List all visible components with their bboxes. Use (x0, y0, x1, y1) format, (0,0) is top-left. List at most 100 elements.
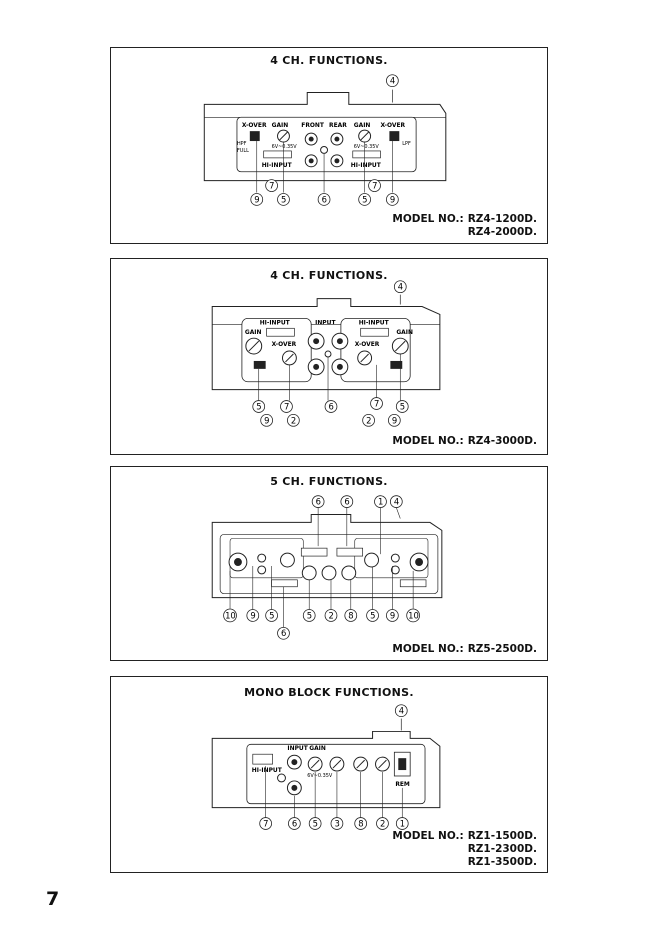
svg-text:5: 5 (313, 818, 318, 828)
xover-right-label: X-OVER (380, 122, 405, 129)
knob-5[interactable] (301, 565, 317, 581)
svg-text:9: 9 (392, 415, 397, 425)
svg-text:2: 2 (380, 818, 385, 828)
svg-text:1: 1 (378, 497, 383, 507)
panel-title: 4 CH. FUNCTIONS. (270, 269, 388, 282)
svg-text:7: 7 (263, 818, 268, 828)
rca-3[interactable] (390, 553, 400, 563)
xover-right-label: X-OVER (355, 341, 380, 348)
svg-text:6: 6 (292, 818, 297, 828)
model-number: RZ1-2300D. (467, 843, 537, 855)
svg-text:7: 7 (374, 398, 379, 408)
svg-text:4: 4 (394, 497, 399, 507)
model-numbers: MODEL NO.:RZ4-1200D. RZ4-2000D. (392, 213, 537, 238)
svg-text:8: 8 (358, 818, 363, 828)
svg-text:6: 6 (322, 194, 327, 204)
hi-input-right-label: HI-INPUT (359, 319, 389, 326)
svg-text:6: 6 (281, 628, 286, 638)
knob-4[interactable] (364, 552, 379, 568)
hi-input-connector-2[interactable] (336, 547, 364, 557)
panel-title: MONO BLOCK FUNCTIONS. (244, 686, 414, 699)
xover-switch-right[interactable] (389, 131, 400, 142)
callout-row: 9 5 6 5 9 (250, 141, 399, 206)
panel-title: 4 CH. FUNCTIONS. (270, 54, 388, 67)
svg-text:9: 9 (250, 610, 255, 620)
ground-post (324, 350, 332, 358)
callout-row: 7 6 5 3 8 2 1 (259, 817, 409, 830)
amplifier-panel-diagram: HI-INPUT INPUT HI-INPUT GAIN GAIN X-OVER… (211, 280, 441, 427)
svg-text:1: 1 (400, 818, 405, 828)
svg-text:7: 7 (372, 181, 377, 191)
panel-4ch-rz4-3000d: 4 CH. FUNCTIONS. HI-INPUT INPUT HI-INPUT… (110, 258, 548, 455)
svg-text:9: 9 (390, 610, 395, 620)
svg-text:7: 7 (269, 181, 274, 191)
svg-text:LPF: LPF (402, 141, 411, 147)
svg-text:3: 3 (334, 818, 339, 828)
svg-text:5: 5 (370, 610, 375, 620)
page-number: 7 (46, 888, 60, 910)
svg-text:6: 6 (316, 497, 321, 507)
input-label: INPUT (315, 319, 335, 326)
svg-text:5: 5 (307, 610, 312, 620)
model-number: RZ4-2000D. (467, 226, 537, 238)
gain-label: GAIN (309, 745, 326, 752)
gain-right-label: GAIN (354, 122, 371, 129)
svg-text:9: 9 (390, 194, 395, 204)
hi-input-connector-3[interactable] (271, 579, 298, 588)
callout-row: 6 6 1 4 (311, 495, 403, 555)
ground-post (320, 145, 329, 154)
svg-text:7: 7 (284, 401, 289, 411)
xover-switch-right[interactable] (390, 360, 403, 369)
hi-input-connector-right[interactable] (360, 327, 389, 337)
amplifier-panel-diagram: 6 6 1 4 10 9 5 5 2 8 5 (211, 495, 443, 640)
svg-text:6: 6 (329, 401, 334, 411)
model-numbers: MODEL NO.:RZ4-3000D. (392, 435, 537, 447)
ground-post (277, 773, 286, 783)
svg-text:9: 9 (264, 415, 269, 425)
model-numbers: MODEL NO.:RZ1-1500D. RZ1-2300D. RZ1-3500… (392, 830, 537, 868)
hi-input-connector-left[interactable] (266, 327, 295, 337)
svg-text:4: 4 (399, 706, 404, 716)
model-number: RZ5-2500D. (467, 643, 537, 655)
svg-text:8: 8 (348, 610, 353, 620)
svg-text:4: 4 (398, 282, 403, 292)
model-number: RZ4-1200D. (467, 213, 537, 225)
svg-text:5: 5 (269, 610, 274, 620)
panel-4ch-rz4-1200d: 4 CH. FUNCTIONS. X-OVER HPF FULL GAIN 6V… (110, 47, 548, 244)
knob-7[interactable] (341, 565, 357, 581)
svg-text:2: 2 (329, 610, 334, 620)
xover-switch-left[interactable] (249, 131, 260, 142)
rca-4[interactable] (390, 565, 400, 575)
model-number: RZ4-3000D. (467, 435, 537, 447)
svg-text:FULL: FULL (237, 148, 249, 154)
svg-text:9: 9 (254, 194, 259, 204)
svg-text:6V~0.35V: 6V~0.35V (307, 773, 333, 779)
xover-left-label: X-OVER (242, 122, 267, 129)
panel-title: 5 CH. FUNCTIONS. (270, 475, 388, 488)
knob-3[interactable] (280, 552, 295, 568)
hi-input-connector-right[interactable] (352, 150, 381, 159)
xover-switch-left[interactable] (253, 360, 266, 369)
rear-label: REAR (329, 122, 347, 129)
front-label: FRONT (301, 122, 324, 129)
rca-2[interactable] (257, 565, 267, 575)
svg-text:6V~0.35V: 6V~0.35V (272, 144, 298, 150)
callout-row: 10 9 5 5 2 8 5 9 10 6 (223, 608, 420, 640)
hi-input-connector-left[interactable] (263, 150, 292, 159)
hi-input-connector-1[interactable] (300, 547, 328, 557)
svg-text:6V~0.35V: 6V~0.35V (354, 144, 380, 150)
hi-input-left-label: HI-INPUT (260, 319, 290, 326)
svg-text:5: 5 (281, 194, 286, 204)
svg-text:10: 10 (225, 610, 236, 620)
svg-text:5: 5 (256, 401, 261, 411)
gain-right-label: GAIN (396, 329, 413, 336)
panel-mono-block-rz1: MONO BLOCK FUNCTIONS. HI-INPUT INPUT GAI… (110, 676, 548, 873)
amplifier-panel-diagram: X-OVER HPF FULL GAIN 6V~0.35V HI-INPUT F… (203, 74, 447, 206)
knob-6[interactable] (321, 565, 337, 581)
svg-text:2: 2 (291, 415, 296, 425)
rem-label: REM (395, 781, 410, 788)
hi-input-connector[interactable] (252, 753, 273, 765)
rca-1[interactable] (257, 553, 267, 563)
hi-input-label: HI-INPUT (252, 767, 282, 774)
svg-text:4: 4 (390, 76, 395, 86)
